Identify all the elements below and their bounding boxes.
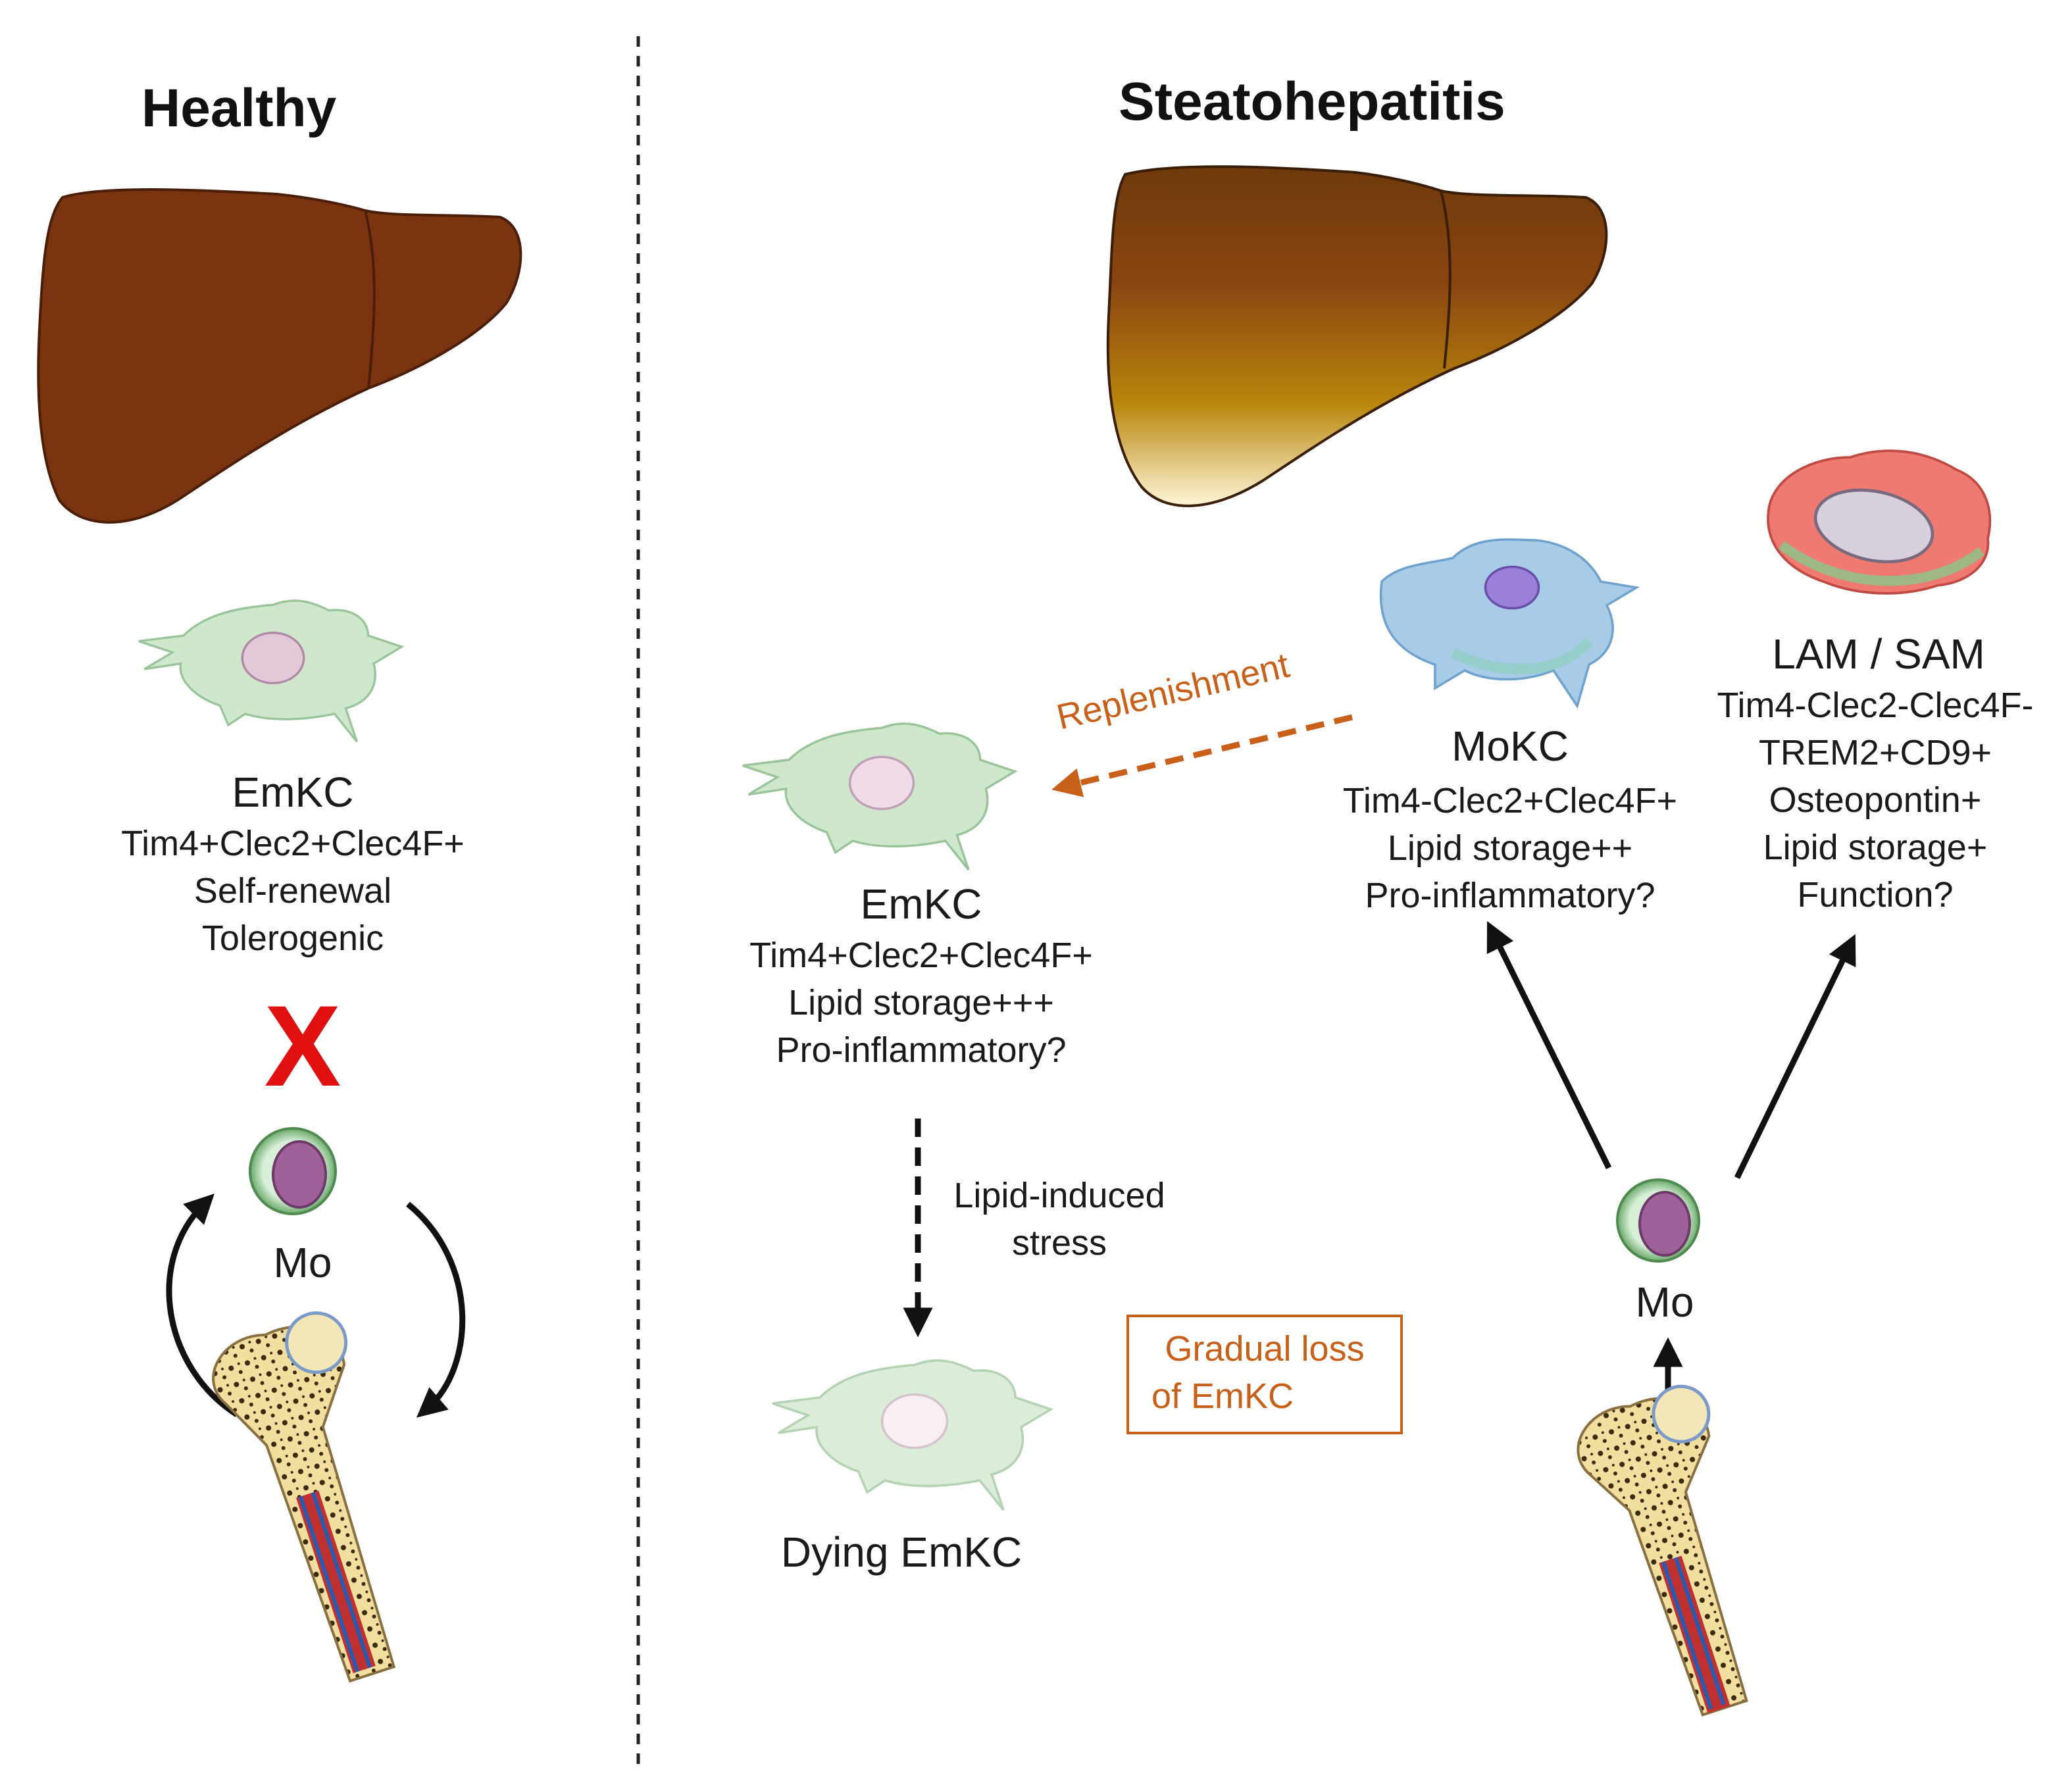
- mokc-line-1: Tim4-Clec2+Clec4F+: [1342, 781, 1678, 820]
- dying-emkc-label: Dying EmKC: [780, 1528, 1023, 1576]
- replenishment-arrow: [1051, 714, 1353, 797]
- healthy-emkc-line-1: Tim4+Clec2+Clec4F+: [121, 824, 465, 863]
- steato-emkc-line-2: Lipid storage+++: [788, 983, 1054, 1022]
- steato-emkc-line-3: Pro-inflammatory?: [776, 1030, 1067, 1070]
- healthy-liver-icon: [37, 188, 522, 524]
- lam-line-4: Lipid storage+: [1763, 828, 1988, 867]
- recycle-arrow-right: [406, 1201, 466, 1418]
- mokc-line-2: Lipid storage++: [1387, 828, 1633, 868]
- steato-emkc-name: EmKC: [860, 880, 982, 928]
- healthy-emkc-name: EmKC: [232, 768, 354, 816]
- mokc-cell-icon: [1379, 538, 1640, 709]
- healthy-emkc-line-2: Self-renewal: [193, 871, 392, 911]
- dying-emkc-cell-icon: [771, 1359, 1052, 1511]
- healthy-monocyte-icon: [249, 1127, 337, 1215]
- steato-monocyte-icon: [1616, 1178, 1700, 1263]
- healthy-mo-label: Mo: [273, 1239, 332, 1286]
- stress-label-line-1: Lipid-induced: [953, 1176, 1165, 1215]
- recycle-arrow-left: [166, 1194, 239, 1417]
- gradual-loss-line-1: Gradual loss: [1165, 1329, 1365, 1369]
- healthy-title: Healthy: [141, 78, 337, 138]
- steatotic-liver-icon: [1106, 165, 1608, 507]
- lam-line-2: TREM2+CD9+: [1758, 733, 1992, 772]
- lam-line-5: Function?: [1797, 875, 1954, 915]
- steato-bone-icon: [1577, 1384, 1748, 1717]
- lam-line-1: Tim4-Clec2-Clec4F-: [1717, 686, 2034, 725]
- steato-mo-label: Mo: [1635, 1278, 1694, 1326]
- healthy-bone-icon: [212, 1311, 396, 1683]
- mo-to-mokc-arrow: [1486, 920, 1612, 1169]
- stress-label-line-2: stress: [1011, 1223, 1107, 1263]
- gradual-loss-box: [1126, 1315, 1403, 1434]
- mokc-name: MoKC: [1452, 722, 1569, 770]
- lam-cell-icon: [1767, 449, 1992, 595]
- block-mark-icon: X: [265, 982, 341, 1111]
- lam-line-3: Osteopontin+: [1769, 780, 1982, 820]
- mokc-line-3: Pro-inflammatory?: [1365, 876, 1655, 915]
- steatohepatitis-title: Steatohepatitis: [1119, 72, 1505, 132]
- healthy-emkc-line-3: Tolerogenic: [201, 919, 384, 958]
- gradual-loss-line-2: of EmKC: [1151, 1376, 1294, 1416]
- steato-emkc-cell-icon: [742, 722, 1017, 871]
- mo-to-lam-arrow: [1734, 934, 1856, 1179]
- healthy-emkc-cell-icon: [138, 599, 403, 743]
- lam-name: LAM / SAM: [1772, 630, 1985, 678]
- steato-emkc-line-1: Tim4+Clec2+Clec4F+: [749, 936, 1093, 975]
